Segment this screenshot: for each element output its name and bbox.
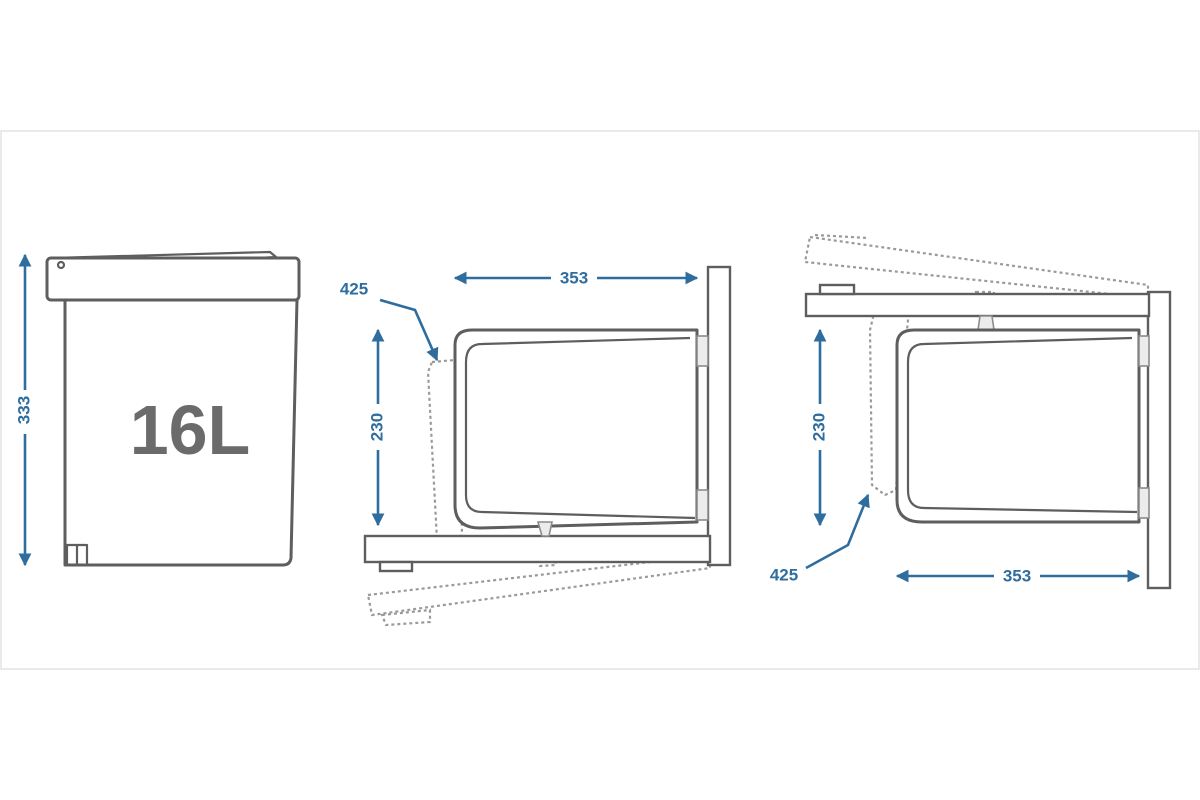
right-mounting-plate xyxy=(1146,290,1172,590)
left-ghost-bin xyxy=(426,358,464,557)
left-base-rail xyxy=(363,534,712,564)
right-rail-knob xyxy=(818,283,856,296)
side-view-left: 353 230 425 xyxy=(340,265,732,627)
left-height-label-bg xyxy=(366,404,390,450)
right-top-hinge xyxy=(1138,335,1150,367)
right-bin-pivot xyxy=(977,315,995,331)
left-depth-label-bg xyxy=(551,266,597,290)
left-top-hinge xyxy=(696,335,709,367)
bin-body xyxy=(55,298,299,567)
right-bin-inner-outline xyxy=(906,336,1138,514)
front-view: 16L 333 xyxy=(14,250,301,567)
left-bin-pivot xyxy=(536,521,553,537)
right-ghost-rail xyxy=(803,235,1150,300)
left-height-label: 230 xyxy=(367,413,386,441)
lid-pivot xyxy=(56,260,66,270)
left-ghost-rail-foot xyxy=(380,608,432,627)
right-swing-leader xyxy=(805,493,870,570)
right-depth-label: 353 xyxy=(1003,566,1031,585)
right-height-label: 230 xyxy=(809,413,828,441)
drawing-frame xyxy=(0,130,1200,670)
left-swing-label: 425 xyxy=(340,279,368,298)
right-bin-body xyxy=(895,328,1141,524)
front-height-label: 333 xyxy=(14,396,33,424)
side-view-right: 230 353 425 xyxy=(770,233,1172,590)
right-top-rail xyxy=(804,292,1151,318)
left-bottom-hinge xyxy=(696,489,709,521)
right-ghost-rail-cap xyxy=(814,233,869,240)
right-height-label-bg xyxy=(808,404,832,450)
left-bin-body xyxy=(453,328,699,530)
left-depth-label: 353 xyxy=(560,268,588,287)
left-mounting-plate xyxy=(706,265,732,567)
right-depth-label-bg xyxy=(994,564,1040,588)
left-ghost-rail xyxy=(366,553,712,617)
left-swing-leader xyxy=(379,298,439,362)
right-swing-label: 425 xyxy=(770,565,798,584)
bin-lid xyxy=(45,256,301,302)
front-height-label-bg xyxy=(14,390,36,434)
right-bottom-hinge xyxy=(1138,487,1150,519)
capacity-label: 16L xyxy=(130,391,251,469)
left-bin-inner-outline xyxy=(464,336,696,520)
left-rail-foot xyxy=(378,560,414,573)
